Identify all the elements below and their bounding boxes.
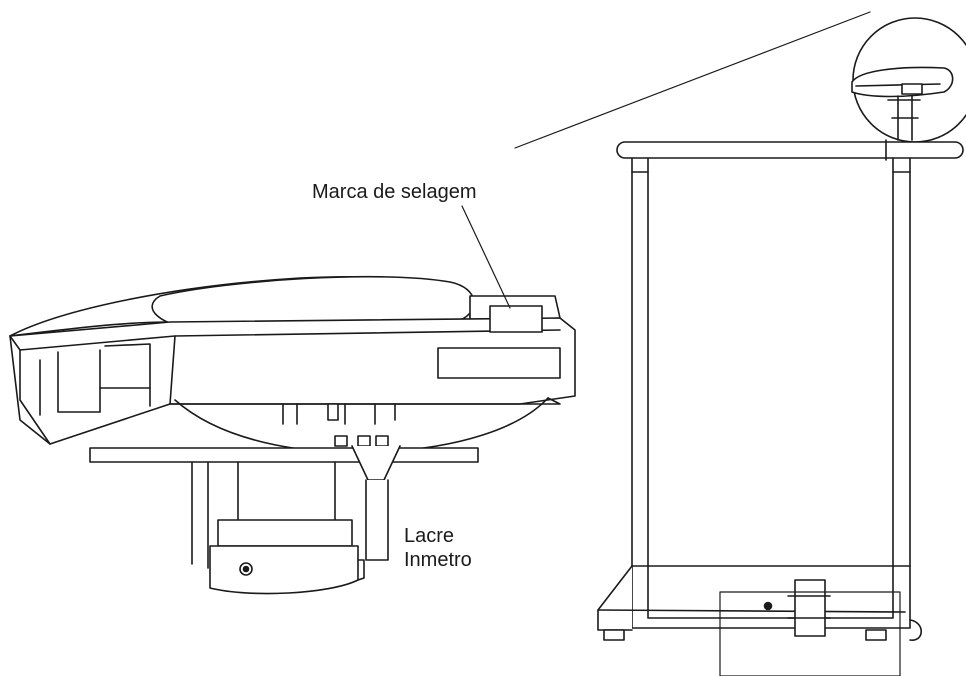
sealing-mark-label: Marca de selagem xyxy=(312,181,477,203)
detail-pointer-line xyxy=(514,11,871,149)
inmetro-seal-label: Lacre Inmetro xyxy=(404,524,472,572)
scale-overview xyxy=(597,17,966,676)
inmetro-seal-label-line1: Lacre xyxy=(404,525,455,547)
sealing-mark-leader xyxy=(461,205,511,309)
inmetro-seal-label-line2: Inmetro xyxy=(404,549,472,571)
display-head-detail xyxy=(9,275,576,595)
